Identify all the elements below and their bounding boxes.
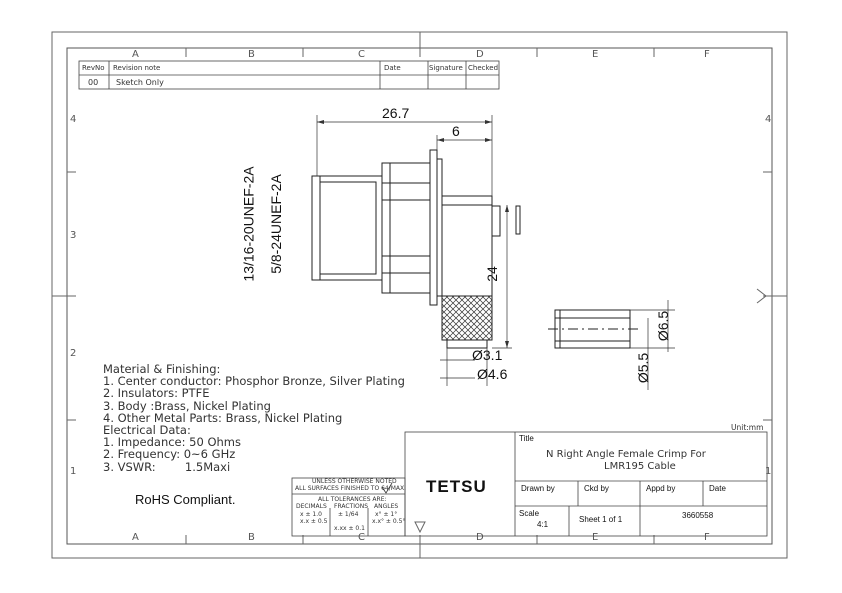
rev-row-revno: 00 [88, 78, 99, 87]
note-line: 2. Frequency: 0~6 GHz [103, 447, 236, 462]
title-line1: N Right Angle Female Crimp For [546, 449, 706, 460]
rev-header-note: Revision note [113, 64, 161, 72]
tol-col3-b: x.x° ± 0.5° [372, 518, 406, 525]
part-number: 3660558 [682, 511, 714, 520]
grid-col-d-bottom: D [476, 532, 484, 543]
dim-overall-length: 26.7 [382, 105, 410, 121]
dim-dia-small: Ø3.1 [472, 347, 503, 363]
title-label: Title [519, 434, 534, 443]
rev-header-revno: RevNo [82, 64, 105, 72]
sheet-label: Sheet 1 of 1 [579, 515, 623, 524]
ckd-by-label: Ckd by [584, 484, 609, 493]
dim-ferrule-inner: Ø5.5 [635, 352, 652, 384]
grid-row-4-right: 4 [765, 114, 772, 125]
rev-header-date: Date [384, 64, 401, 72]
tol-col2-head: FRACTIONS [334, 503, 369, 510]
dim-ferrule-outer: Ø6.5 [655, 310, 672, 342]
title-line2: LMR195 Cable [604, 461, 676, 472]
grid-col-e: E [592, 49, 599, 60]
note-line: 2. Insulators: PTFE [103, 386, 210, 401]
units-label: Unit:mm [731, 423, 764, 432]
grid-col-d: D [476, 49, 484, 60]
drawn-by-label: Drawn by [521, 484, 555, 493]
material-notes: Material & Finishing: 1. Center conducto… [103, 363, 405, 473]
grid-row-2: 2 [70, 348, 77, 359]
tol-col1-a: x ± 1.0 [300, 511, 322, 518]
note-line: 1. Impedance: 50 Ohms [103, 435, 241, 450]
tol-line1: UNLESS OTHERWISE NOTED [312, 478, 397, 485]
tol-col3-a: x° ± 1° [375, 511, 398, 518]
note-line: 1. Center conductor: Phosphor Bronze, Si… [103, 374, 405, 389]
grid-col-a-bottom: A [132, 532, 139, 543]
tol-col2-b: x.xx ± 0.1 [334, 525, 365, 532]
note-line: Electrical Data: [103, 423, 191, 438]
grid-col-f-bottom: F [704, 532, 710, 543]
note-line: 4. Other Metal Parts: Brass, Nickel Plat… [103, 410, 343, 425]
note-line: 3. Body :Brass, Nickel Plating [103, 398, 271, 413]
note-line: Material & Finishing: [103, 362, 221, 376]
note-line: 3. VSWR: 1.5Maxi [103, 459, 231, 474]
grid-col-b-bottom: B [248, 532, 255, 543]
tol-col1-b: x.x ± 0.5 [300, 518, 328, 525]
tol-line3: ALL TOLERANCES ARE: [318, 496, 387, 503]
scale-label: Scale [519, 509, 540, 518]
rev-header-signature: Signature [429, 64, 463, 72]
tol-col1-head: DECIMALS [296, 503, 327, 510]
grid-row-1: 1 [70, 466, 77, 477]
tol-col2-a: ± 1/64 [338, 511, 359, 518]
grid-col-a: A [132, 49, 139, 60]
date-label: Date [709, 484, 726, 493]
grid-row-4: 4 [70, 114, 77, 125]
dim-height: 24 [483, 266, 500, 282]
company-logo: TETSU [426, 477, 487, 496]
dim-dia-large: Ø4.6 [477, 366, 508, 382]
dim-thread-outer: 13/16-20UNEF-2A [240, 166, 257, 282]
grid-col-c: C [358, 49, 365, 60]
grid-row-1-right: 1 [765, 466, 772, 477]
dim-thread-inner: 5/8-24UNEF-2A [267, 174, 284, 274]
grid-col-e-bottom: E [592, 532, 599, 543]
grid-col-f: F [704, 49, 710, 60]
grid-col-b: B [248, 49, 255, 60]
tol-line2: ALL SURFACES FINISHED TO 64/MAX. [295, 485, 407, 492]
rev-row-note: Sketch Only [116, 78, 164, 87]
dim-flange-offset: 6 [452, 123, 460, 139]
appd-by-label: Appd by [646, 484, 676, 493]
rev-header-checked: Checked [468, 64, 499, 72]
tol-col3-head: ANGLES [374, 503, 399, 510]
rohs-compliance: RoHS Compliant. [135, 492, 236, 507]
grid-row-3: 3 [70, 230, 77, 241]
scale-value: 4:1 [537, 520, 549, 529]
grid-col-c-bottom: C [358, 532, 365, 543]
